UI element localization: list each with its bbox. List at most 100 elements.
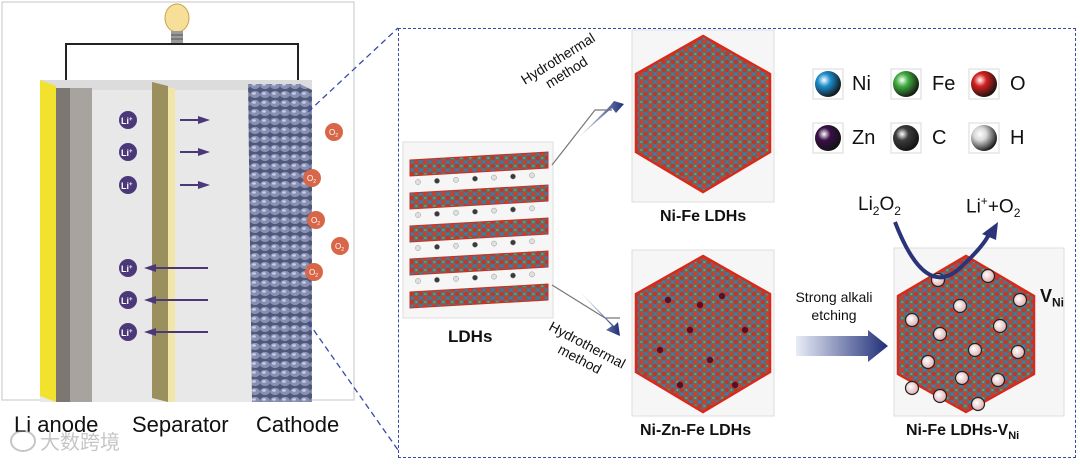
svg-text:Li+: Li+ <box>121 181 133 191</box>
svg-text:O2: O2 <box>311 216 320 227</box>
interlayer-molecule <box>510 173 516 180</box>
interlayer-molecule <box>434 178 440 184</box>
legend-label-c: C <box>932 127 947 149</box>
lightbulb-icon <box>164 3 190 43</box>
vni-main: V <box>1040 286 1053 306</box>
zn-site <box>731 381 739 389</box>
interlayer-molecule <box>415 179 421 185</box>
anode-layer-2 <box>70 88 92 402</box>
interlayer-molecule <box>453 242 459 249</box>
interlayer-molecule <box>415 278 421 284</box>
nizn-label: Ni-Zn-Fe LDHs <box>640 422 752 439</box>
ldh-layer <box>409 184 549 210</box>
ni-vacancy <box>932 326 948 342</box>
svg-text:Li+: Li+ <box>121 116 133 126</box>
zn-site <box>656 346 664 354</box>
interlayer-molecule <box>529 205 535 212</box>
vacancy-label: Ni-Fe LDHs-VNi <box>906 422 1019 442</box>
interlayer-molecule <box>510 206 516 213</box>
separator-strip <box>152 82 168 402</box>
branch-line-bottom <box>551 284 620 319</box>
zn-site <box>718 292 726 300</box>
svg-text:Li+: Li+ <box>121 264 133 274</box>
ldh-layer <box>409 151 549 177</box>
legend-sphere-ni <box>812 68 844 100</box>
reaction-arrowhead <box>982 222 998 240</box>
li-ion: Li+ <box>119 323 137 341</box>
interlayer-molecule <box>472 175 478 182</box>
vni-label: VNi <box>1040 286 1064 310</box>
reaction-arrow <box>893 221 992 280</box>
ldh-layer <box>409 250 549 276</box>
interlayer-molecule <box>453 176 459 183</box>
watermark-logo-icon <box>10 430 36 452</box>
watermark: 大数跨境 <box>40 430 120 454</box>
li2o2-a-sub: 2 <box>872 203 880 218</box>
hydrothermal-arrow-top <box>578 101 624 138</box>
ion-flow-arrow <box>144 264 208 272</box>
legend-sphere-zn <box>812 122 844 154</box>
ni-vacancy <box>932 388 948 404</box>
vacancy-hexagon <box>896 254 1036 414</box>
ni-vacancy <box>990 372 1006 388</box>
li-ion: Li+ <box>119 291 137 309</box>
zn-site <box>696 301 704 309</box>
o2-bubble: O2 <box>331 237 349 255</box>
li2o2-a: Li <box>858 194 873 215</box>
interlayer-molecule <box>453 209 459 216</box>
o2-bubble: O2 <box>303 169 321 187</box>
product-label: Li++O2 <box>966 194 1020 220</box>
etching-label: Strong alkali etching <box>792 288 876 324</box>
nizn-hexagon <box>634 254 772 414</box>
separator-edge <box>168 88 175 402</box>
o2-bubble: O2 <box>305 263 323 281</box>
ion-flow-arrow <box>144 296 208 304</box>
etching-line1: Strong alkali <box>795 289 873 305</box>
li2o2-b: O <box>879 194 895 215</box>
ion-flow-arrow <box>180 181 210 189</box>
etching-arrow <box>796 330 888 362</box>
product-a: Li <box>966 196 981 218</box>
ni-vacancy <box>954 370 970 386</box>
ni-vacancy <box>904 312 920 328</box>
ldhs-label: LDHs <box>448 327 493 346</box>
vni-sub: Ni <box>1052 295 1065 310</box>
interlayer-molecule <box>434 244 440 250</box>
ni-vacancy <box>970 396 986 412</box>
interlayer-molecule <box>491 240 497 247</box>
li-ion: Li+ <box>119 143 137 161</box>
nife-label: Ni-Fe LDHs <box>660 208 747 225</box>
svg-text:Li+: Li+ <box>121 328 133 338</box>
ldh-stack <box>402 141 554 319</box>
ni-vacancy <box>1012 292 1028 308</box>
ni-vacancy <box>967 342 983 358</box>
branch-line-top <box>551 109 612 166</box>
vacancy-label-sub: Ni <box>1008 430 1020 443</box>
cathode-block <box>248 84 312 402</box>
ni-vacancy <box>904 380 920 396</box>
ni-vacancy <box>1010 344 1026 360</box>
product-b: +O <box>987 196 1014 218</box>
legend-sphere-o <box>968 68 1000 100</box>
ion-flow-arrow <box>144 328 208 336</box>
ldh-layer <box>409 283 549 309</box>
legend-sphere-c <box>890 122 922 154</box>
svg-text:O2: O2 <box>329 128 338 139</box>
interlayer-molecule <box>472 274 478 281</box>
zn-site <box>706 356 714 364</box>
legend-label-zn: Zn <box>852 127 876 149</box>
zn-site <box>741 326 749 334</box>
interlayer-molecule <box>415 245 421 251</box>
zoom-connectors <box>307 27 399 451</box>
interlayer-molecule <box>510 272 516 279</box>
zn-site <box>686 326 694 334</box>
interlayer-molecule <box>472 241 478 248</box>
interlayer-molecule <box>434 277 440 283</box>
ni-vacancy <box>920 354 936 370</box>
interlayer-molecule <box>491 174 497 181</box>
product-sup: + <box>980 194 988 208</box>
vacancy-label-main: Ni-Fe LDHs-V <box>906 422 1009 439</box>
o2-bubble: O2 <box>325 123 343 141</box>
o2-bubble: O2 <box>307 211 325 229</box>
